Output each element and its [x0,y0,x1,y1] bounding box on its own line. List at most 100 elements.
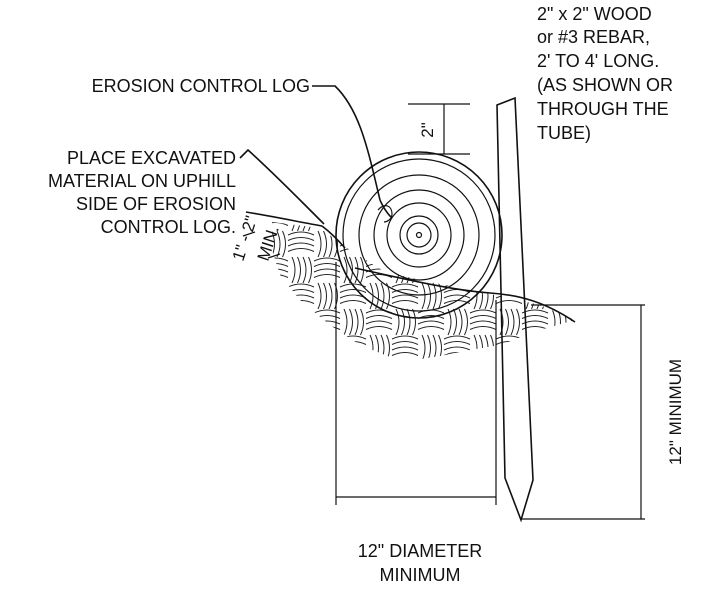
hatch-stroke [339,346,367,351]
hatch-stroke [391,231,419,236]
hatch-stroke [407,361,410,387]
hatch-stroke [615,361,618,387]
hatch-stroke [427,230,431,258]
hatch-stroke [309,361,312,387]
hatch-stroke [470,373,496,376]
hatch-stroke [391,248,419,252]
hatch-stroke [366,368,392,371]
hatch-stroke [287,242,315,247]
hatch-stroke [511,361,514,387]
hatch-stroke [542,230,546,258]
hatch-stroke [521,274,549,278]
hatch-stroke [297,308,301,336]
hatch-stroke [272,315,289,319]
hatch-stroke [395,308,400,336]
hatch-stroke [438,230,442,258]
hatch-stroke [262,362,288,365]
svg-text:(AS SHOWN OR: (AS SHOWN OR [537,75,673,95]
hatch-stroke [443,283,471,288]
hatch-stroke [272,268,289,273]
hatch-stroke [531,334,535,360]
hatch-stroke [291,222,296,232]
min-depth-dimension: 12" MINIMUM [521,304,685,520]
hatch-stroke [517,361,520,387]
svg-text:MATERIAL ON UPHILL: MATERIAL ON UPHILL [48,171,236,191]
hatch-stroke [600,353,626,356]
hatch-stroke [313,263,341,267]
hatch-stroke [558,361,561,387]
hatch-stroke [365,257,393,262]
hatch-stroke [443,242,471,247]
depth-dimension: 1" - 2" MIN. [229,214,283,264]
hatch-stroke [568,308,572,336]
hatch-stroke [595,387,598,413]
hatch-stroke [391,346,419,351]
hatch-stroke [574,379,600,382]
hatch-stroke [470,379,496,382]
hatch-stroke [443,237,471,241]
hatch-stroke [287,341,315,345]
hatch-stroke [443,341,471,345]
hatch-stroke [574,206,600,209]
hatch-stroke [262,206,288,209]
hatch-stroke [443,352,471,356]
hatch-stroke [521,315,549,319]
hatch-stroke [339,335,367,340]
hatch-stroke [547,341,575,345]
hatch-stroke [361,361,364,387]
hatch-stroke [392,399,418,402]
min-depth-label: 12" MINIMUM [666,359,685,465]
hatch-stroke [510,256,515,284]
hatch-stroke [578,335,581,361]
hatch-stroke [381,387,384,413]
log-leader [312,85,393,219]
hatch-stroke [314,206,340,209]
hatch-stroke [288,388,314,391]
hatch-stroke [469,263,497,267]
hatch-stroke [505,256,509,284]
hatch-stroke [291,256,296,284]
hatch-stroke [380,230,385,258]
hatch-stroke [324,387,327,413]
hatch-stroke [287,231,315,236]
hatch-stroke [443,294,471,299]
hatch-stroke [412,222,416,232]
hatch-stroke [557,256,561,284]
hatch-stroke [510,222,515,232]
hatch-stroke [391,237,419,241]
hatch-stroke [369,230,374,258]
hatch-stroke [427,334,431,360]
hatch-stroke [391,335,419,340]
erosion-control-log [335,151,503,319]
hatch-stroke [469,268,497,273]
hatch-stroke [470,217,496,220]
hatch-stroke [391,352,419,356]
hatch-stroke [262,368,288,371]
hatch-stroke [365,320,393,325]
hatch-stroke [522,212,548,215]
hatch-stroke [573,315,575,319]
hatch-stroke [282,334,286,360]
hatch-stroke [548,388,574,391]
diameter-note: 12" DIAMETER MINIMUM [358,541,482,585]
hatch-stroke [573,320,575,325]
hatch-stroke [469,222,497,226]
hatch-stroke [548,394,574,397]
hatch-stroke [396,361,399,387]
hatch-stroke [292,361,295,387]
hatch-stroke [525,282,530,310]
hatch-stroke [343,308,348,336]
hatch-stroke [317,230,322,258]
hatch-stroke [323,334,327,360]
hatch-stroke [473,334,478,360]
hatch-stroke [600,243,626,246]
hatch-stroke [418,362,444,365]
hatch-stroke [282,282,286,310]
hatch-stroke [323,282,327,310]
hatch-stroke [573,326,575,330]
hatch-stroke [291,308,296,336]
hatch-stroke [444,405,470,408]
hatch-stroke [521,222,549,226]
hatch-stroke [272,257,289,262]
hatch-stroke [428,387,431,413]
